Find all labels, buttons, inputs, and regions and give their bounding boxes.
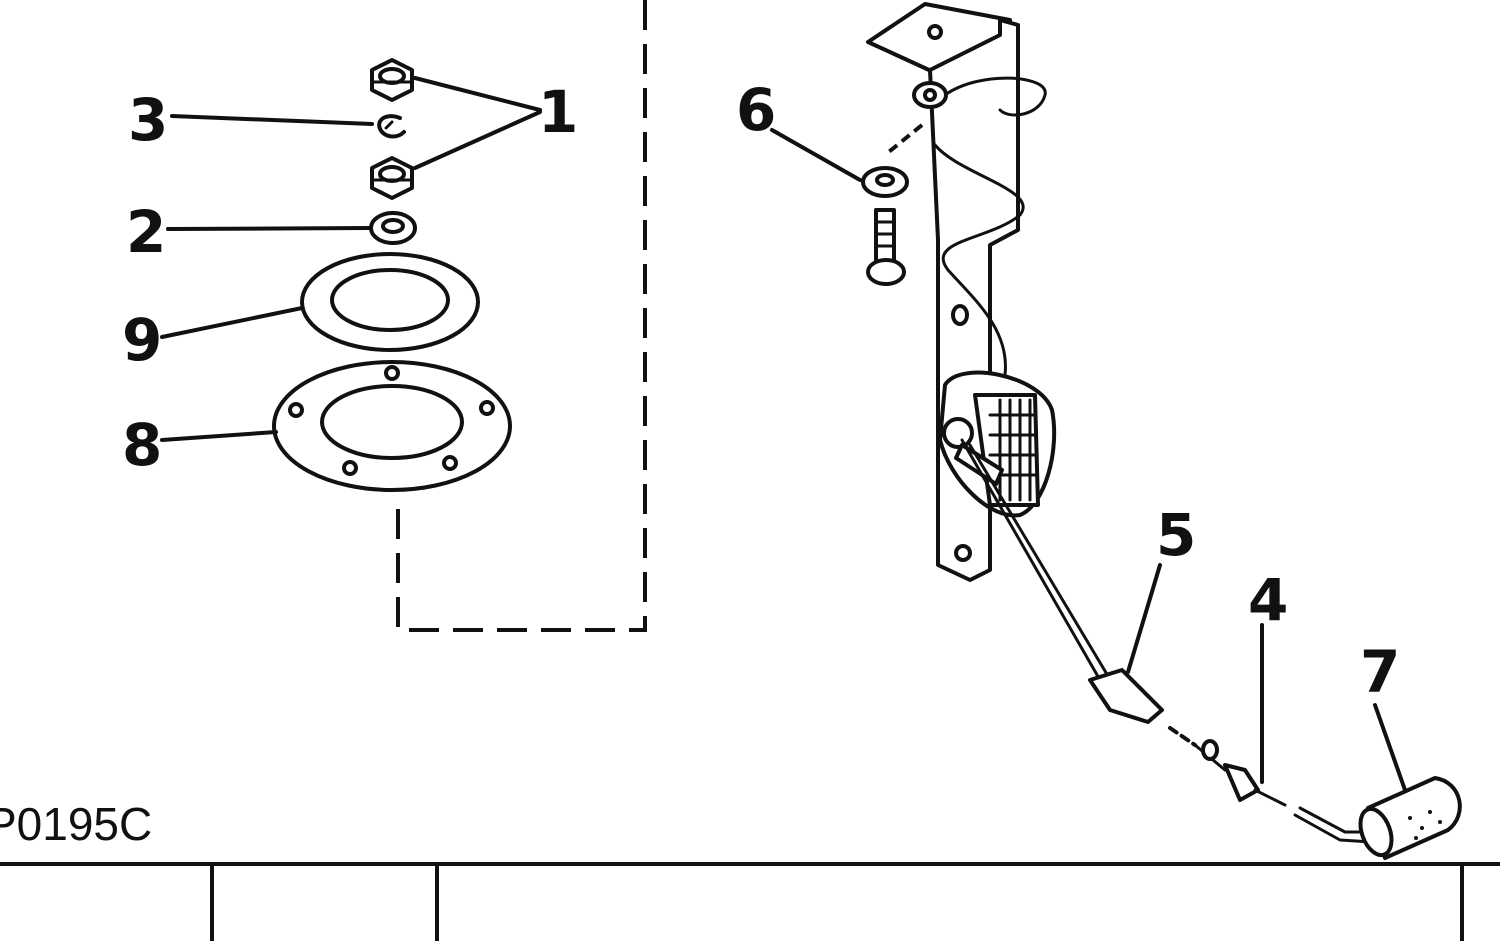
leader-5 [1126,563,1162,674]
arm-connector [1193,739,1287,807]
callout-9: 9 [122,306,162,374]
leader-3 [170,114,374,126]
leader-8 [160,430,278,442]
leader-6 [770,128,862,182]
arm-sleeve [1088,668,1164,724]
leader-1a [413,76,542,112]
assembly-dashed-line [396,0,647,632]
callout-6: 6 [736,76,776,144]
callout-2: 2 [126,198,166,266]
leader-2 [166,226,372,231]
screw-dashed-line [883,123,924,157]
ground-wire [933,76,1047,377]
rheostat-unit [938,370,1057,518]
leader-9 [160,306,304,339]
resistance-coil [988,398,1037,502]
callout-7: 7 [1360,638,1400,706]
retaining-clip [377,114,406,139]
leader-7 [1373,703,1407,792]
mounting-flange [272,360,512,492]
gasket-ring [300,252,480,352]
hex-nut-top [370,58,414,102]
float-arm [960,438,1110,682]
lock-washer [369,211,417,245]
hex-nut-bottom [370,156,414,200]
sender-assembly: 6 5 4 7 [736,2,1462,860]
ring-terminal [912,81,948,109]
left-exploded-group: 1 3 2 9 8 [122,0,647,632]
figure-code-label: P0195C [0,798,152,850]
callout-3: 3 [128,86,168,154]
screw-washer [861,166,909,198]
callout-5: 5 [1156,501,1196,569]
bottom-table-frame [0,862,1500,941]
callout-1: 1 [538,78,578,146]
arm-extension-lower [1168,726,1197,747]
callout-4: 4 [1248,566,1288,634]
mounting-screw [866,208,906,286]
float-cylinder [1358,776,1462,860]
callout-8: 8 [122,411,162,479]
leader-1b [413,110,542,170]
